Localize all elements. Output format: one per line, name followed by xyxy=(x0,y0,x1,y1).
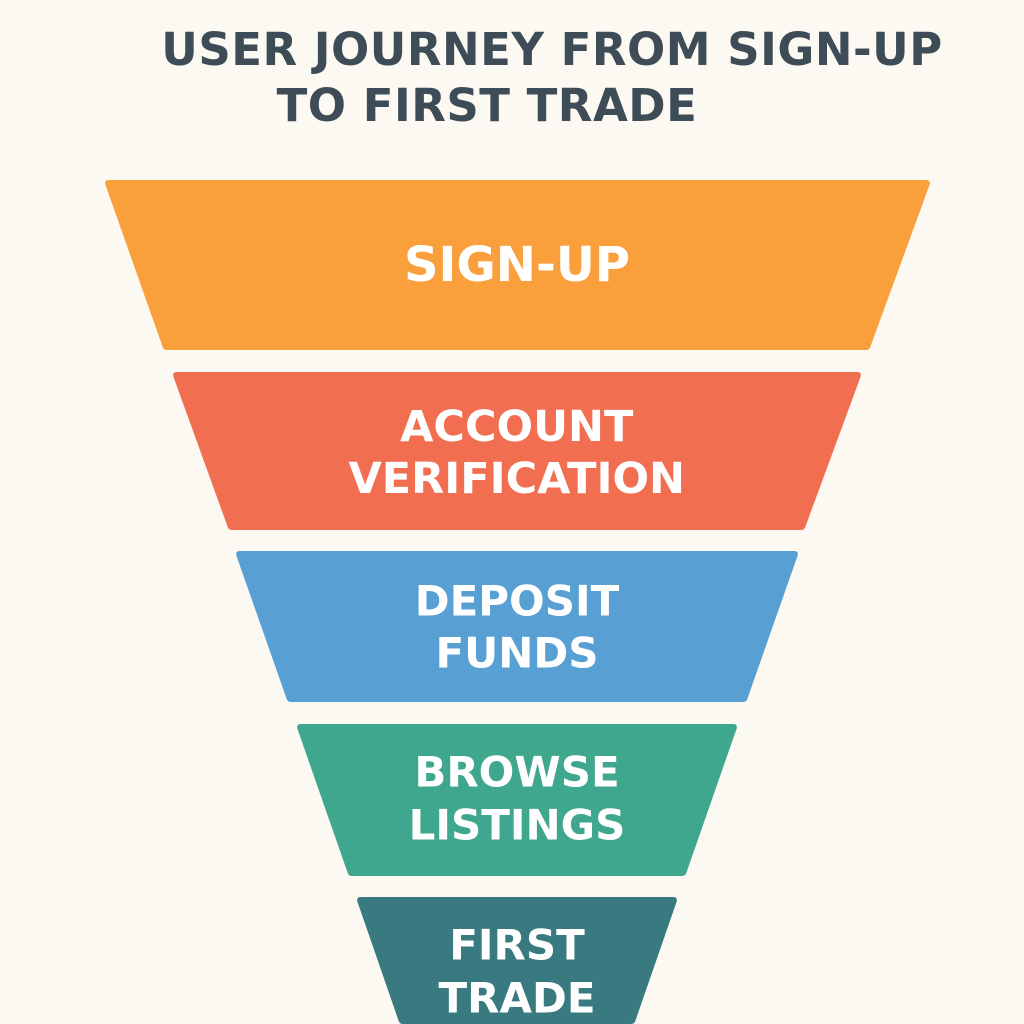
funnel-stage-label: FUNDS xyxy=(435,629,598,678)
funnel-stage-sign-up: SIGN-UP xyxy=(105,180,930,350)
title-line-2: TO FIRST TRADE xyxy=(276,79,698,132)
funnel-stage-shape xyxy=(357,897,677,1024)
funnel-stage-label: VERIFICATION xyxy=(348,454,685,504)
funnel-stage-shape xyxy=(105,180,930,350)
funnel-stage-label: ACCOUNT xyxy=(400,402,634,452)
funnel-stage-label: SIGN-UP xyxy=(404,237,630,293)
funnel-stage-label: DEPOSIT xyxy=(415,577,620,626)
funnel-stage-label: LISTINGS xyxy=(409,801,626,850)
funnel-stage-label: BROWSE xyxy=(414,748,619,797)
diagram-title: USER JOURNEY FROM SIGN-UP TO FIRST TRADE xyxy=(0,22,1024,134)
title-line-1: USER JOURNEY FROM SIGN-UP xyxy=(161,23,943,76)
funnel-stage-shape xyxy=(236,551,798,702)
funnel-stage-shape xyxy=(297,724,737,876)
funnel-stage-label: FIRST xyxy=(449,921,585,970)
funnel-stage-shape xyxy=(173,372,861,530)
funnel-stage-label: TRADE xyxy=(438,974,595,1023)
